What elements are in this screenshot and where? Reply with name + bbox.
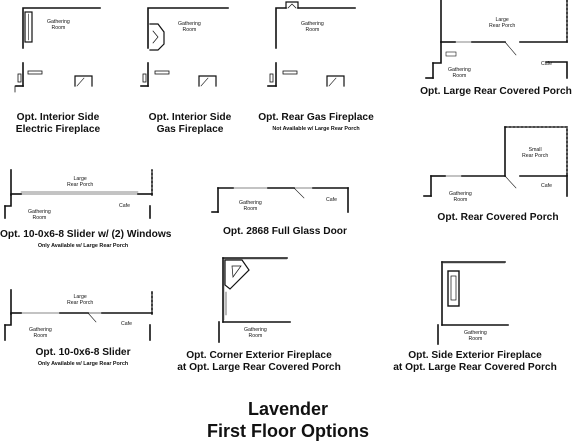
plan-side-exterior <box>437 261 509 345</box>
floor-plan-drawing <box>4 0 568 345</box>
plan-interior-side-gas <box>140 7 229 87</box>
option-caption-rear-gas: Opt. Rear Gas Fireplace Not Available w/… <box>248 112 384 135</box>
option-caption-rear-covered-porch: Opt. Rear Covered Porch <box>437 212 559 223</box>
plan-rear-covered-porch <box>423 126 568 197</box>
plan-rear-gas <box>267 1 356 87</box>
option-caption-slider: Opt. 10-0x6-8 Slider Only Available w/ L… <box>0 347 166 370</box>
plan-slider <box>4 289 153 341</box>
option-note-slider: Only Available w/ Large Rear Porch <box>37 360 129 367</box>
room-label-cafe: Cafe <box>119 203 130 209</box>
plan-corner-exterior <box>218 257 291 343</box>
plan-full-glass-door <box>211 187 349 213</box>
room-label-cafe: Cafe <box>541 183 552 189</box>
room-label-cafe: Cafe <box>121 321 132 327</box>
option-caption-slider-two-windows: Opt. 10-0x6-8 Slider w/ (2) Windows Only… <box>0 229 171 252</box>
plan-interior-side-electric <box>14 7 101 93</box>
plan-large-rear-covered-porch <box>425 0 568 79</box>
option-caption-full-glass-door: Opt. 2868 Full Glass Door <box>223 226 347 237</box>
room-label-cafe: Cafe <box>541 61 552 67</box>
room-label-cafe: Cafe <box>326 197 337 203</box>
option-note-rear-gas: Not Available w/ Large Rear Porch <box>272 125 360 132</box>
option-note-slider-two-windows: Only Available w/ Large Rear Porch <box>37 242 129 249</box>
option-caption-large-rear-covered-porch: Opt. Large Rear Covered Porch <box>420 86 572 97</box>
plan-slider-two-windows <box>4 169 153 219</box>
